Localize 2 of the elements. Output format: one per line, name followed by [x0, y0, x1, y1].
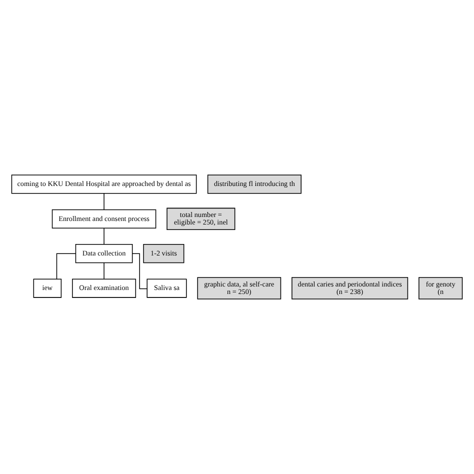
connector: [56, 253, 76, 280]
connector: [132, 253, 148, 290]
